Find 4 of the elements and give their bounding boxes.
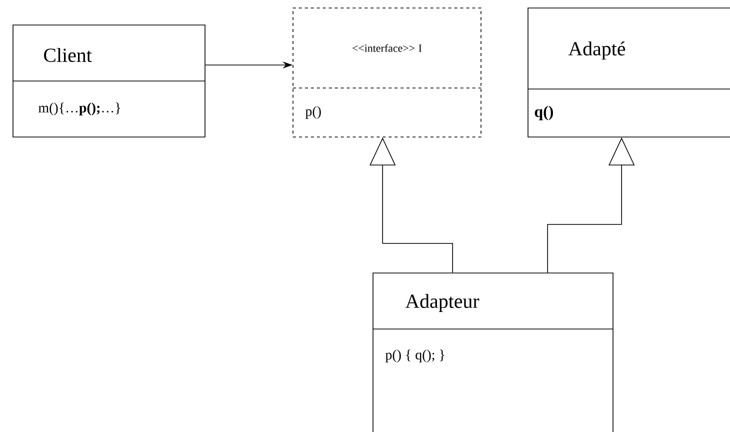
class-box: Adapté q() (528, 8, 730, 138)
class-box: Adapteur p() { q(); } (372, 272, 614, 432)
class-box: <<interface>> I p() (292, 8, 482, 138)
class-box: Client m(){…p();…} (12, 24, 206, 138)
